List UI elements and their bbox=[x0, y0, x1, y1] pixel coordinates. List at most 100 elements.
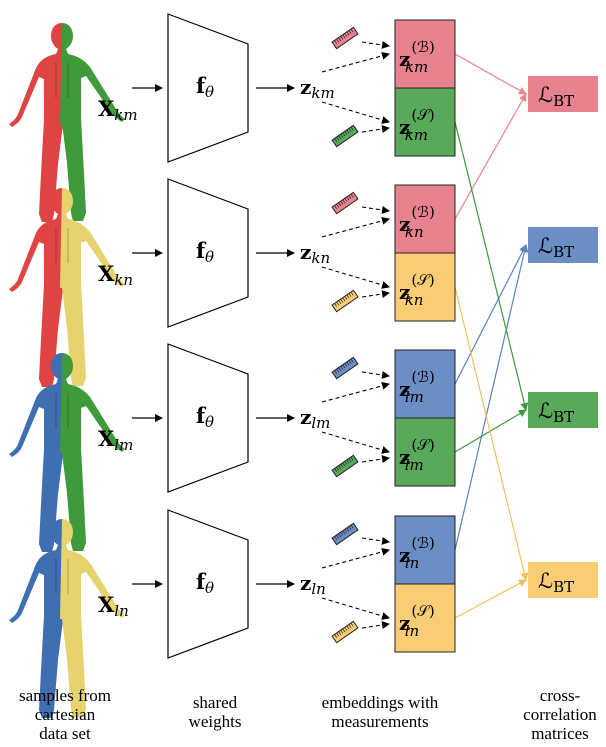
loss-subscript: BT bbox=[553, 578, 574, 596]
embedding-subscript: km bbox=[311, 84, 334, 102]
figure-shading bbox=[55, 393, 69, 428]
encoder-symbol: f bbox=[196, 403, 207, 428]
ruler-arrow-b bbox=[361, 206, 390, 214]
embedding-box-s bbox=[394, 583, 456, 653]
embedding-subscript: ln bbox=[405, 554, 419, 572]
embedding-subscript: kn bbox=[405, 291, 424, 309]
caption-line: correlation bbox=[523, 705, 597, 724]
ruler-icon bbox=[331, 356, 359, 380]
ruler-ticks bbox=[334, 193, 354, 209]
measured-embedding-label: z(𝒮) kn bbox=[399, 271, 435, 309]
embedding-subscript: kn bbox=[311, 249, 330, 267]
encoder-symbol: f bbox=[196, 73, 207, 98]
embedding-subscript: lm bbox=[405, 388, 424, 406]
ruler-icon bbox=[331, 454, 359, 478]
ruler-body bbox=[331, 356, 359, 380]
figure-right-half bbox=[60, 188, 125, 386]
measured-embedding-label: z(ℬ)km bbox=[399, 38, 435, 76]
loss-symbol: ℒ bbox=[538, 83, 553, 107]
measured-embedding-label: z(𝒮)ln bbox=[399, 602, 435, 640]
loss-box bbox=[528, 392, 598, 428]
input-subscript: kn bbox=[114, 271, 133, 289]
caption-line: data set bbox=[39, 724, 91, 743]
encoder-label: fθ bbox=[196, 403, 214, 431]
ruler-arrow-s bbox=[361, 455, 390, 463]
loss-label: ℒBT bbox=[538, 234, 574, 261]
figure-shading bbox=[55, 559, 69, 594]
embedding-symbol: z bbox=[300, 240, 311, 264]
embedding-box-b bbox=[394, 349, 456, 419]
input-label: Xkn bbox=[98, 261, 133, 289]
ruler-arrow-b bbox=[361, 41, 390, 49]
dashed-arrow-b bbox=[321, 547, 390, 569]
input-label: Xkm bbox=[98, 96, 138, 124]
measurement-superscript: (𝒮) bbox=[411, 271, 434, 289]
loss-label: ℒBT bbox=[538, 399, 574, 426]
ruler-ticks bbox=[334, 28, 354, 44]
input-label: Xln bbox=[98, 592, 129, 620]
dashed-arrow-s bbox=[321, 101, 390, 124]
embedding-subscript: kn bbox=[405, 223, 424, 241]
caption-weights: shared weights bbox=[175, 693, 255, 731]
embedding-subscript: lm bbox=[405, 456, 424, 474]
dashed-arrow-b bbox=[321, 216, 390, 238]
encoder-shape bbox=[167, 13, 249, 163]
ruler-ticks bbox=[334, 358, 354, 374]
ruler-arrow-b bbox=[361, 537, 390, 545]
encoder-symbol: f bbox=[196, 238, 207, 263]
loss-box bbox=[528, 562, 598, 598]
loss-connector bbox=[454, 93, 527, 220]
embedding-label: zkm bbox=[300, 75, 335, 102]
loss-label: ℒBT bbox=[538, 83, 574, 110]
encoder-shape bbox=[167, 178, 249, 328]
measurement-superscript: (𝒮) bbox=[411, 106, 434, 124]
encoder-subscript: θ bbox=[205, 413, 214, 431]
embedding-box-b bbox=[394, 184, 456, 254]
embedding-subscript: lm bbox=[311, 414, 330, 432]
embedding-symbol: z bbox=[399, 280, 410, 304]
loss-subscript: BT bbox=[553, 92, 574, 110]
figure-left-half bbox=[9, 23, 65, 222]
loss-label: ℒBT bbox=[538, 569, 574, 596]
input-label: Xlm bbox=[98, 426, 133, 454]
ruler-body bbox=[331, 289, 359, 313]
embedding-symbol: z bbox=[399, 611, 410, 635]
ruler-icon bbox=[331, 191, 359, 215]
figure-left-half bbox=[9, 353, 65, 552]
encoder-subscript: θ bbox=[205, 248, 214, 266]
loss-box bbox=[528, 76, 598, 112]
loss-connector bbox=[454, 244, 527, 385]
embedding-box-s bbox=[394, 252, 456, 322]
caption-line: cross- bbox=[539, 686, 581, 705]
embedding-subscript: km bbox=[405, 58, 428, 76]
encoder-label: fθ bbox=[196, 73, 214, 101]
embedding-box-s bbox=[394, 87, 456, 157]
caption-embeddings: embeddings with measurements bbox=[300, 693, 460, 731]
measured-embedding-label: z(𝒮)lm bbox=[399, 436, 435, 474]
ruler-arrow-s bbox=[361, 125, 390, 133]
loss-subscript: BT bbox=[553, 243, 574, 261]
embedding-subscript: km bbox=[405, 126, 428, 144]
measurement-superscript: (ℬ) bbox=[411, 534, 435, 552]
embedding-label: zlm bbox=[300, 405, 330, 432]
embedding-symbol: z bbox=[399, 377, 410, 401]
measurement-superscript: (𝒮) bbox=[411, 602, 434, 620]
input-symbol: X bbox=[98, 261, 115, 286]
caption-line: shared bbox=[192, 693, 238, 712]
loss-connector bbox=[454, 579, 527, 619]
encoder-shape bbox=[167, 509, 249, 659]
measured-embedding-label: z(ℬ)kn bbox=[399, 203, 435, 241]
encoder-label: fθ bbox=[196, 569, 214, 597]
embedding-box-b bbox=[394, 19, 456, 89]
embedding-symbol: z bbox=[399, 115, 410, 139]
measured-embedding-label: z(𝒮) km bbox=[399, 106, 435, 144]
caption-samples: samples from cartesian data set bbox=[0, 686, 130, 743]
loss-subscript: BT bbox=[553, 408, 574, 426]
embedding-symbol: z bbox=[300, 75, 311, 99]
input-subscript: lm bbox=[114, 436, 133, 454]
embedding-box-s bbox=[394, 417, 456, 487]
embedding-symbol: z bbox=[300, 405, 311, 429]
ruler-arrow-s bbox=[361, 621, 390, 629]
